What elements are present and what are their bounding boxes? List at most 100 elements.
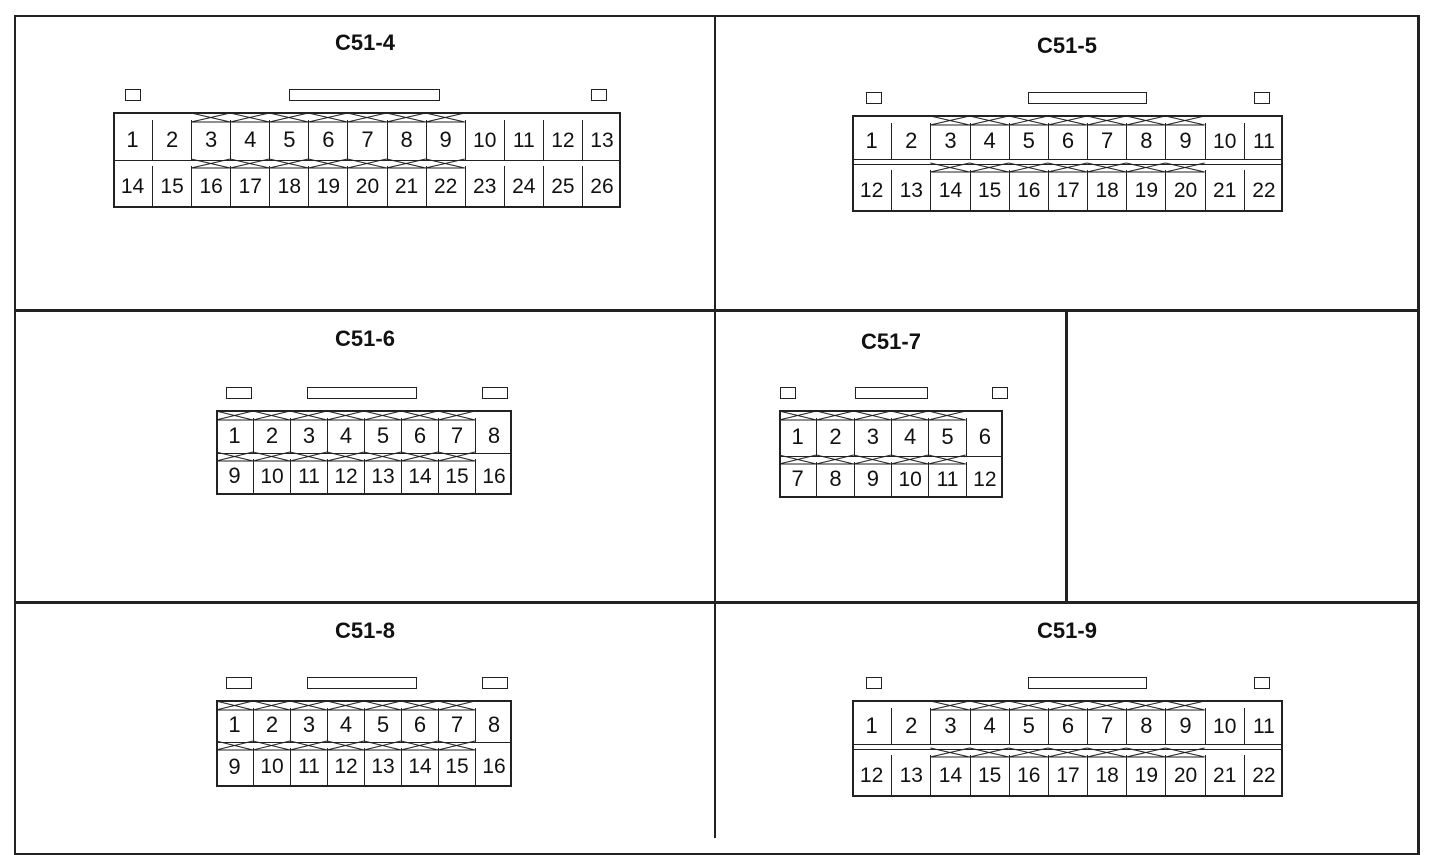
latch-tab-left: [226, 387, 252, 399]
pin-cell: 8: [1126, 123, 1165, 159]
divider-row-2: [14, 601, 1420, 604]
pin-cell: 22: [1243, 755, 1283, 795]
pin-cell: 14: [401, 748, 438, 785]
connector-title: C51-6: [335, 326, 395, 351]
pin-cell: 9: [1165, 708, 1204, 744]
pin-cell: 4: [327, 708, 364, 742]
pin-cell: 5: [1008, 123, 1048, 159]
pin-cell: 6: [308, 120, 347, 160]
pin-cell: 6: [1047, 708, 1087, 744]
pin-cell: 7: [347, 120, 386, 160]
row-divider-lower: [854, 749, 1281, 750]
pin-cell: 19: [1126, 170, 1165, 210]
pin-cell: 1: [228, 422, 241, 448]
pin-cell: 4: [891, 418, 928, 456]
pin-cell: 7: [1087, 708, 1126, 744]
latch-tab-left: [780, 387, 796, 399]
pin-cell: 2: [891, 708, 930, 744]
terminal-lock-hatching: [930, 115, 1205, 173]
pin-cell: 2: [816, 418, 853, 456]
pin-cell: 5: [364, 418, 401, 453]
pin-cell: 15: [438, 748, 475, 785]
pin-cell: 7: [791, 466, 804, 491]
pin-cell: 4: [969, 123, 1009, 159]
pin-cell: 1: [791, 424, 804, 449]
pin-cell: 15: [969, 170, 1009, 210]
pin-cell: 16: [475, 748, 512, 785]
row-divider: [218, 453, 510, 454]
pin-cell: 2: [152, 120, 191, 160]
pin-cell: 22: [425, 166, 465, 206]
pin-cell: 16: [191, 166, 230, 206]
pin-cell: 17: [1047, 170, 1087, 210]
pin-cell: 12: [965, 462, 1003, 496]
pin-cell: 6: [965, 418, 1003, 456]
divider-row-1: [14, 309, 1420, 312]
pin-cell: 22: [1243, 170, 1283, 210]
pin-cell: 2: [253, 418, 290, 453]
pin-cell: 5: [364, 708, 401, 742]
pin-cell: 20: [347, 166, 386, 206]
row-divider-lower: [854, 164, 1281, 165]
connector-title: C51-7: [861, 329, 921, 354]
pin-cell: 12: [327, 748, 364, 785]
pin-cell: 16: [1008, 755, 1048, 795]
pin-cell: 21: [1204, 755, 1244, 795]
pin-cell: 1: [865, 128, 878, 153]
connector-title: C51-9: [1037, 618, 1097, 643]
pin-cell: 21: [386, 166, 426, 206]
pin-cell: 15: [152, 166, 191, 206]
latch-tab-right: [591, 89, 607, 101]
connector-key-ridge: [1028, 677, 1147, 689]
pin-cell: 9: [425, 120, 465, 160]
pin-cell: 3: [191, 120, 230, 160]
pin-cell: 7: [438, 418, 475, 453]
latch-tab-left: [125, 89, 141, 101]
pin-cell: 11: [1243, 708, 1283, 744]
pin-cell: 6: [401, 418, 438, 453]
connector-key-ridge: [289, 89, 440, 101]
latch-tab-right: [482, 677, 508, 689]
pin-cell: 14: [401, 459, 438, 493]
pin-cell: 11: [503, 120, 543, 160]
pin-cell: 16: [1008, 170, 1048, 210]
pin-cell: 17: [1047, 755, 1087, 795]
pin-cell: 8: [386, 120, 426, 160]
pin-cell: 6: [401, 708, 438, 742]
row-divider: [854, 159, 1281, 160]
pin-cell: 2: [253, 708, 290, 742]
pin-cell: 9: [228, 463, 241, 488]
pin-cell: 15: [969, 755, 1009, 795]
pin-cell: 3: [930, 708, 969, 744]
pin-cell: 6: [1047, 123, 1087, 159]
pin-cell: 21: [1204, 170, 1244, 210]
pin-cell: 20: [1165, 170, 1204, 210]
pin-cell: 13: [364, 748, 401, 785]
pin-cell: 8: [475, 418, 512, 453]
pin-cell: 26: [581, 166, 621, 206]
pin-cell: 2: [891, 123, 930, 159]
pin-cell: 14: [120, 174, 145, 198]
latch-tab-left: [866, 677, 882, 689]
latch-tab-left: [866, 92, 882, 104]
pin-cell: 11: [1243, 123, 1283, 159]
pin-cell: 14: [930, 170, 969, 210]
row-divider: [781, 456, 1001, 457]
pin-cell: 4: [230, 120, 269, 160]
divider-vertical-c51-7: [1065, 311, 1068, 602]
pin-cell: 7: [1087, 123, 1126, 159]
connector-title: C51-5: [1037, 33, 1097, 58]
pin-cell: 3: [930, 123, 969, 159]
pin-cell: 5: [928, 418, 965, 456]
connector-key-ridge: [307, 677, 417, 689]
row-divider: [218, 742, 510, 743]
pin-cell: 25: [542, 166, 582, 206]
pin-cell: 10: [464, 120, 504, 160]
pin-cell: 13: [891, 755, 930, 795]
pin-cell: 20: [1165, 755, 1204, 795]
